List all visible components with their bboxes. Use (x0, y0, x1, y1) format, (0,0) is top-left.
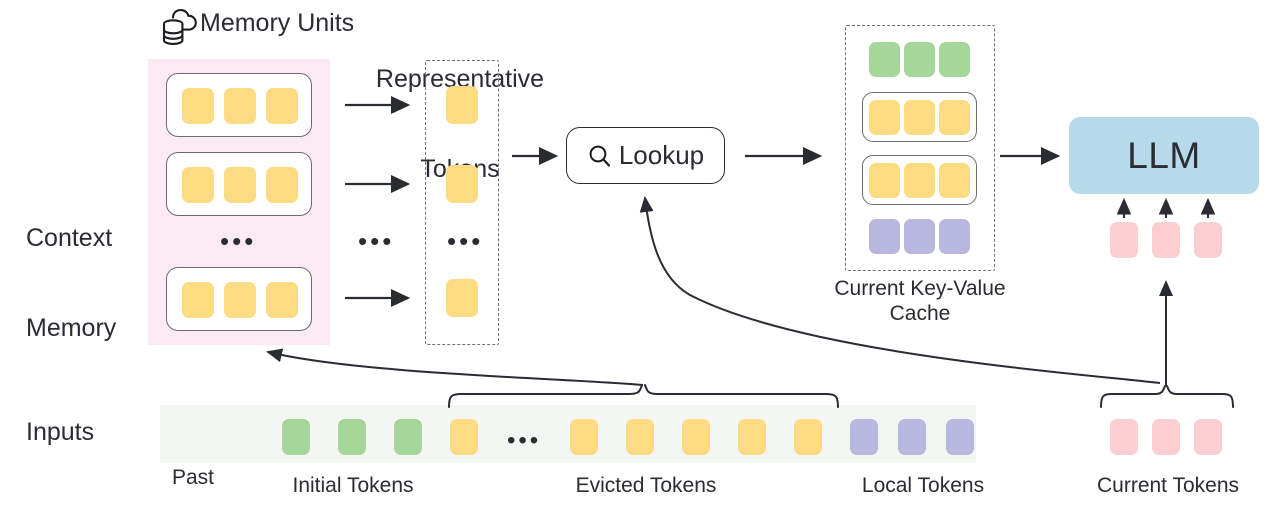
input-token-evicted (794, 419, 822, 455)
input-token-current (1110, 419, 1138, 455)
kv-cache-memory-unit-2 (862, 155, 977, 205)
kv-cache-token-yellow (904, 163, 935, 198)
memory-units-label: Memory Units (200, 9, 355, 37)
input-token-current (1194, 419, 1222, 455)
kv-cache-token-yellow (939, 163, 970, 198)
brace-current-tokens (1100, 385, 1234, 408)
lookup-box[interactable]: Lookup (566, 127, 725, 184)
representative-token-3 (446, 279, 478, 317)
input-token-initial (394, 419, 422, 455)
kv-cache-token-yellow (939, 100, 970, 135)
kv-cache-token-yellow (869, 100, 900, 135)
memory-token (182, 282, 214, 318)
memory-arrows-ellipsis: ••• (358, 226, 395, 256)
caption-current-tokens: Current Tokens (1096, 474, 1240, 497)
memory-token (266, 167, 298, 203)
representative-token-2 (446, 165, 478, 203)
kv-cache-token-yellow (904, 100, 935, 135)
memory-unit-1[interactable] (166, 73, 312, 137)
memory-unit-3[interactable] (166, 267, 312, 331)
memory-unit-2[interactable] (166, 152, 312, 216)
lookup-label: Lookup (618, 140, 705, 170)
llm-box[interactable]: LLM (1069, 117, 1259, 194)
input-token-local (850, 419, 878, 455)
memory-token (266, 88, 298, 124)
llm-input-token-pink (1194, 222, 1222, 258)
kv-cache-memory-unit-1 (862, 92, 977, 142)
llm-input-token-pink (1152, 222, 1180, 258)
input-token-evicted (570, 419, 598, 455)
memory-token (224, 88, 256, 124)
brace-evicted-tokens (448, 384, 839, 408)
input-token-current (1152, 419, 1180, 455)
kv-cache-caption-line1: Current Key-Value (834, 277, 1006, 300)
input-token-evicted (738, 419, 766, 455)
input-token-local (946, 419, 974, 455)
memory-token (266, 282, 298, 318)
memory-token (182, 88, 214, 124)
representative-token-1 (446, 86, 478, 124)
current-kv-cache-caption: Current Key-Value Cache (820, 276, 1020, 326)
representative-tokens-container (425, 60, 499, 345)
kv-cache-token-purple (869, 219, 900, 254)
input-token-evicted (626, 419, 654, 455)
row-label-inputs: Inputs (26, 418, 95, 446)
context-memory-label-line2: Memory (26, 314, 117, 342)
kv-cache-token-green (939, 42, 970, 77)
memory-token (224, 282, 256, 318)
kv-cache-token-yellow (869, 163, 900, 198)
kv-cache-token-green (869, 42, 900, 77)
caption-initial-tokens: Initial Tokens (292, 474, 414, 497)
caption-evicted-tokens: Evicted Tokens (575, 474, 717, 497)
kv-cache-token-purple (904, 219, 935, 254)
past-kv-line1: Past (172, 466, 215, 489)
input-token-evicted (682, 419, 710, 455)
kv-cache-token-purple (939, 219, 970, 254)
llm-input-token-pink (1110, 222, 1138, 258)
past-key-value-label: Past Key-Value (172, 415, 267, 509)
kv-cache-caption-line2: Cache (889, 302, 951, 325)
caption-local-tokens: Local Tokens (861, 474, 985, 497)
kv-cache-token-green (904, 42, 935, 77)
llm-label: LLM (1127, 134, 1201, 176)
memory-token (224, 167, 256, 203)
inputs-ellipsis: ••• (507, 427, 542, 454)
arrow-evicted-to-context-memory (266, 348, 644, 386)
search-icon (587, 143, 613, 169)
context-memory-label-line1: Context (26, 224, 113, 252)
memory-units-ellipsis: ••• (220, 226, 257, 256)
input-token-initial (282, 419, 310, 455)
input-token-evicted (450, 419, 478, 455)
row-label-context-memory: Context Memory (26, 163, 116, 403)
cloud-database-icon (160, 6, 200, 50)
representative-tokens-ellipsis: ••• (447, 226, 484, 256)
memory-token (182, 167, 214, 203)
input-token-local (898, 419, 926, 455)
input-token-initial (338, 419, 366, 455)
